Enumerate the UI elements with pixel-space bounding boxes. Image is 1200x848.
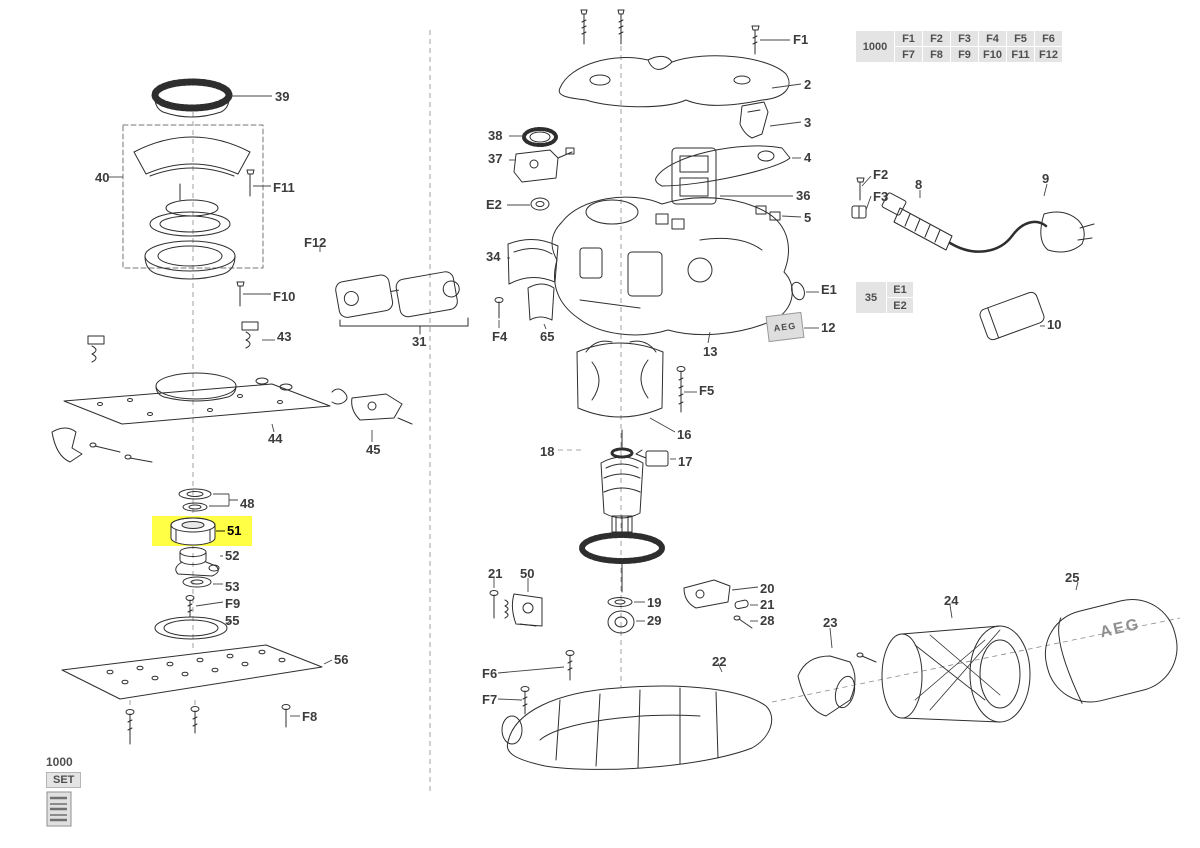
screw-28 bbox=[733, 615, 753, 629]
part-36-switch bbox=[671, 147, 717, 205]
e-parts-table-grid: E1 E2 bbox=[887, 282, 913, 313]
fastener-cell-f2: F2 bbox=[923, 31, 950, 46]
set-id: 1000 bbox=[46, 755, 73, 769]
fastener-cell-f6: F6 bbox=[1035, 31, 1062, 46]
fastener-cell-f9: F9 bbox=[951, 47, 978, 62]
part-9-cord bbox=[948, 211, 1095, 253]
part-40-assembly bbox=[122, 124, 264, 269]
part-56-plate bbox=[61, 644, 323, 700]
fastener-cell-f4: F4 bbox=[979, 31, 1006, 46]
part-43-clips bbox=[87, 321, 259, 363]
leader-lines bbox=[108, 39, 1079, 717]
fastener-code-table: 1000 F1 F2 F3 F4 F5 F6 F7 F8 F9 F10 F11 … bbox=[856, 31, 1062, 62]
part-65-bracket bbox=[527, 283, 555, 321]
part-34-duct bbox=[507, 239, 559, 285]
part-16-stator bbox=[576, 340, 664, 418]
part-38-gear bbox=[522, 127, 558, 147]
fastener-cell-f5: F5 bbox=[1007, 31, 1034, 46]
manual-booklet-icon bbox=[46, 791, 72, 827]
fastener-cell-f10: F10 bbox=[979, 47, 1006, 62]
part-31-pivots bbox=[335, 271, 469, 335]
part-22-lower-housing bbox=[501, 685, 773, 770]
screws-under-plate bbox=[125, 704, 291, 745]
screw-f5 bbox=[676, 366, 686, 413]
part-5-hardware bbox=[755, 205, 781, 221]
bearing-rings bbox=[144, 211, 236, 280]
part-39-knob bbox=[151, 78, 233, 118]
part-12-brand-plate: AEG bbox=[765, 311, 805, 343]
fastener-cell-f7: F7 bbox=[895, 47, 922, 62]
e-parts-table-id: 35 bbox=[856, 282, 886, 313]
fastener-cell-f3: F3 bbox=[951, 31, 978, 46]
screw-f7 bbox=[520, 686, 530, 715]
fastener-cell-f8: F8 bbox=[923, 47, 950, 62]
construction-lines bbox=[129, 30, 1181, 795]
e-parts-cell-e1: E1 bbox=[887, 282, 913, 297]
part-17-brush bbox=[635, 449, 669, 467]
part-20-bracket bbox=[683, 579, 731, 609]
part-48-washers bbox=[178, 488, 212, 512]
part-13-housing bbox=[551, 196, 793, 336]
e-parts-code-table: 35 E1 E2 bbox=[856, 282, 913, 313]
screw-f10 bbox=[236, 281, 245, 307]
part-37-slide bbox=[513, 147, 575, 183]
e-parts-cell-e2: E2 bbox=[887, 298, 913, 313]
part-52-flange bbox=[175, 547, 220, 577]
part-45-lever bbox=[331, 388, 413, 425]
screw-f9 bbox=[185, 595, 195, 618]
fastener-table-id: 1000 bbox=[856, 31, 894, 62]
part-8-strain-relief bbox=[881, 192, 953, 251]
fastener-cell-f1: F1 bbox=[895, 31, 922, 46]
part-3-clip bbox=[739, 101, 769, 139]
part-4-lever bbox=[655, 145, 791, 187]
part-e2-grommet bbox=[530, 197, 550, 211]
set-block: 1000 SET bbox=[46, 755, 82, 829]
fastener-table-grid: F1 F2 F3 F4 F5 F6 F7 F8 F9 F10 F11 F12 bbox=[895, 31, 1062, 62]
part-19-washer bbox=[607, 597, 633, 607]
part-51-bearing bbox=[170, 517, 216, 546]
part-23-cuff bbox=[797, 652, 877, 717]
part-drawings bbox=[51, 9, 1178, 770]
screw-f2-f3 bbox=[851, 177, 867, 219]
part-55-ring bbox=[154, 616, 228, 640]
part-44-plate bbox=[63, 372, 331, 425]
part-25-dust-bag bbox=[1044, 598, 1178, 704]
set-label: SET bbox=[46, 772, 82, 788]
loose-hardware bbox=[51, 427, 153, 463]
part-24-filter bbox=[881, 625, 1031, 723]
fastener-cell-f12: F12 bbox=[1035, 47, 1062, 62]
screw-icons-top bbox=[580, 9, 760, 55]
part-e1-oring bbox=[791, 281, 805, 301]
part-18-armature bbox=[579, 429, 665, 593]
part-50-bracket bbox=[511, 593, 543, 627]
screw-f6 bbox=[565, 650, 575, 681]
part-21-screw-left bbox=[489, 590, 509, 619]
part-21-pin-right bbox=[734, 599, 749, 610]
part-2-cover bbox=[558, 55, 790, 108]
part-10-sleeve bbox=[979, 291, 1045, 341]
part-29-bearing bbox=[607, 610, 635, 634]
fastener-cell-f11: F11 bbox=[1007, 47, 1034, 62]
screw-f4 bbox=[494, 297, 504, 319]
part-53-washer bbox=[182, 576, 212, 588]
